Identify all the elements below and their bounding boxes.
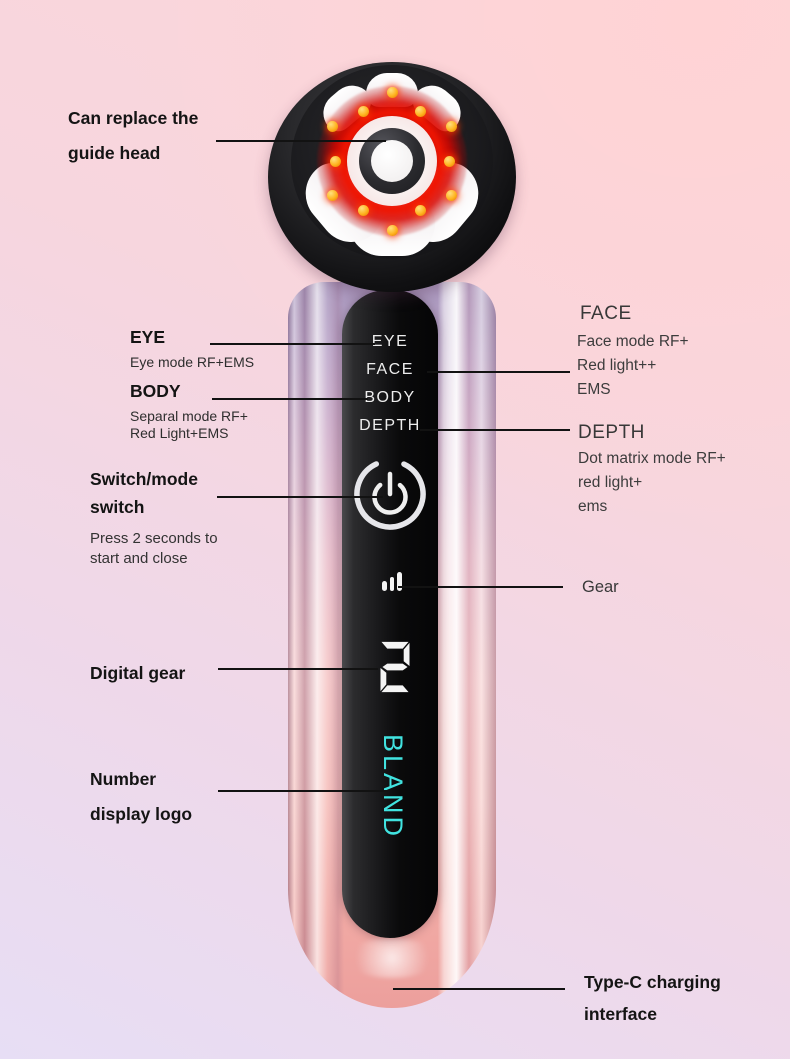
annotation-title: FACE: [580, 303, 632, 324]
annotation-text: Separal mode RF+: [130, 408, 248, 424]
annotation-text: Red Light+EMS: [130, 425, 229, 441]
device-mode-label-body: BODY: [364, 389, 416, 406]
annotation-typec: Type-C charging interface: [584, 972, 721, 1024]
callout-line-switch: [217, 496, 383, 498]
annotation-title: DEPTH: [578, 422, 645, 443]
annotation-text: guide head: [68, 143, 161, 163]
callout-line-digital-gear: [218, 668, 378, 670]
led-dot: [326, 190, 338, 201]
callout-line-depth: [420, 429, 570, 431]
head-center-dot: [371, 140, 413, 182]
annotation-number-logo: Number display logo: [90, 769, 192, 824]
annotation-text: Press 2 seconds to: [90, 530, 218, 547]
annotation-text: Eye mode RF+EMS: [130, 354, 255, 370]
led-dot: [358, 204, 369, 216]
annotation-text: Can replace the: [68, 108, 199, 128]
brand-logo-text: BLAND: [378, 734, 408, 840]
device-mode-label-face: FACE: [366, 361, 414, 378]
annotation-title: Digital gear: [90, 663, 186, 683]
led-dot: [415, 106, 426, 118]
annotation-text: start and close: [90, 550, 188, 567]
device-mode-label-depth: DEPTH: [359, 417, 421, 434]
shell-bottom-highlight: [344, 938, 440, 978]
annotation-text: Red light++: [577, 357, 657, 374]
led-dot: [443, 155, 455, 167]
callout-line-body: [212, 398, 368, 400]
annotation-title: BODY: [130, 381, 181, 401]
device-front-panel: EYE FACE BODY DEPTH BLAND: [342, 290, 438, 938]
led-dot: [326, 121, 338, 132]
led-dot: [329, 155, 341, 167]
annotation-title: Switch/mode: [90, 469, 198, 489]
led-dot: [358, 106, 369, 118]
led-dot: [446, 190, 458, 201]
led-dot: [446, 121, 458, 132]
callout-line-eye: [210, 343, 375, 345]
seven-segment-digit: [380, 641, 410, 693]
annotation-digital-gear: Digital gear: [90, 663, 185, 683]
annotation-text: red light+: [578, 474, 643, 491]
annotation-title: EYE: [130, 327, 166, 347]
led-dot: [386, 86, 398, 98]
device-head: [268, 62, 516, 292]
annotation-text: Type-C charging: [584, 972, 721, 992]
callout-line-typec: [393, 988, 565, 990]
annotation-guide-head: Can replace the guide head: [68, 108, 198, 163]
led-dot: [415, 204, 426, 216]
power-button-icon: [354, 458, 426, 530]
callout-line-gear: [398, 586, 563, 588]
annotation-text: Dot matrix mode RF+: [578, 450, 726, 467]
gear-level-bars-icon: [382, 569, 412, 591]
callout-line-face: [427, 371, 570, 373]
annotation-text: Face mode RF+: [577, 333, 689, 350]
led-dot: [386, 224, 398, 236]
annotation-title: Gear: [582, 578, 619, 596]
annotation-text: ems: [578, 498, 608, 515]
annotation-text: display logo: [90, 804, 193, 824]
annotation-text: Number: [90, 769, 157, 789]
callout-line-guide-head: [216, 140, 386, 142]
annotation-switch: Switch/mode switch Press 2 seconds to st…: [90, 469, 218, 569]
annotation-depth: DEPTH Dot matrix mode RF+ red light+ ems: [578, 422, 726, 519]
annotation-text: EMS: [577, 381, 611, 398]
device-mode-label-eye: EYE: [371, 333, 409, 350]
annotation-eye: EYE Eye mode RF+EMS: [130, 327, 254, 370]
annotation-title: switch: [90, 497, 145, 517]
device-head-face: [291, 65, 493, 259]
callout-line-number-logo: [218, 790, 388, 792]
annotation-gear: Gear: [582, 578, 619, 597]
annotation-face: FACE Face mode RF+ Red light++ EMS: [577, 303, 689, 402]
annotation-body: BODY Separal mode RF+ Red Light+EMS: [130, 381, 248, 441]
annotation-text: interface: [584, 1004, 657, 1024]
